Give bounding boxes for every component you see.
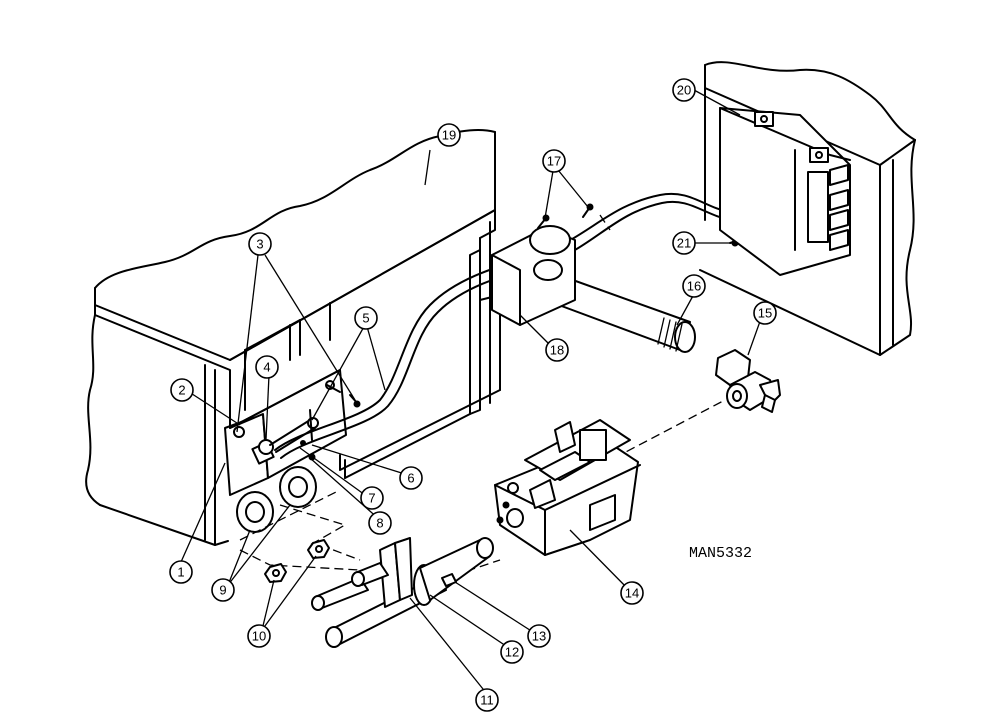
svg-text:19: 19 [442, 128, 456, 143]
svg-text:20: 20 [677, 83, 691, 98]
wall-panel [699, 61, 916, 356]
seals [236, 466, 317, 533]
casing-broken-edge [94, 128, 496, 289]
callout-5: 5 [354, 306, 378, 330]
svg-text:3: 3 [256, 237, 263, 252]
svg-text:18: 18 [550, 343, 564, 358]
leader-lines [180, 89, 764, 695]
svg-text:15: 15 [758, 306, 772, 321]
casing-left-edge [85, 314, 101, 506]
callout-15: 15 [753, 301, 777, 325]
svg-text:11: 11 [480, 693, 494, 708]
callout-10: 10 [247, 624, 271, 648]
svg-text:16: 16 [687, 279, 701, 294]
casing-top-face [94, 131, 496, 361]
callout-19: 19 [437, 123, 461, 147]
ignition-cable [274, 181, 798, 459]
svg-text:17: 17 [547, 154, 561, 169]
callout-13: 13 [527, 624, 551, 648]
svg-text:4: 4 [263, 360, 270, 375]
svg-text:7: 7 [368, 491, 375, 506]
callout-9: 9 [211, 578, 235, 602]
callout-1: 1 [169, 560, 193, 584]
svg-text:12: 12 [505, 645, 519, 660]
callout-17: 17 [542, 149, 566, 173]
svg-text:6: 6 [407, 471, 414, 486]
svg-text:13: 13 [532, 629, 546, 644]
callout-6: 6 [399, 466, 423, 490]
callout-18: 18 [545, 338, 569, 362]
callout-3: 3 [248, 232, 272, 256]
nuts [264, 539, 330, 583]
callout-8: 8 [368, 511, 392, 535]
svg-text:9: 9 [219, 583, 226, 598]
burner-tube-assembly [311, 537, 494, 648]
callout-20: 20 [672, 78, 696, 102]
svg-text:21: 21 [677, 236, 691, 251]
control-unit [494, 419, 641, 556]
svg-text:14: 14 [625, 586, 639, 601]
sleeve-grommet [491, 225, 576, 326]
callout-4: 4 [255, 355, 279, 379]
casing-front-face [94, 314, 231, 431]
callout-2: 2 [170, 378, 194, 402]
callout-14: 14 [620, 581, 644, 605]
callout-21: 21 [672, 231, 696, 255]
callout-7: 7 [360, 486, 384, 510]
callout-11: 11 [475, 688, 499, 712]
svg-text:5: 5 [362, 311, 369, 326]
burner-mounting-plate [224, 369, 347, 496]
flue-fitting [715, 349, 781, 413]
callout-16: 16 [682, 274, 706, 298]
callout-12: 12 [500, 640, 524, 664]
drawing-reference: MAN5332 [689, 545, 752, 562]
svg-text:8: 8 [376, 516, 383, 531]
svg-text:10: 10 [252, 629, 266, 644]
svg-text:1: 1 [177, 565, 184, 580]
svg-text:2: 2 [178, 383, 185, 398]
